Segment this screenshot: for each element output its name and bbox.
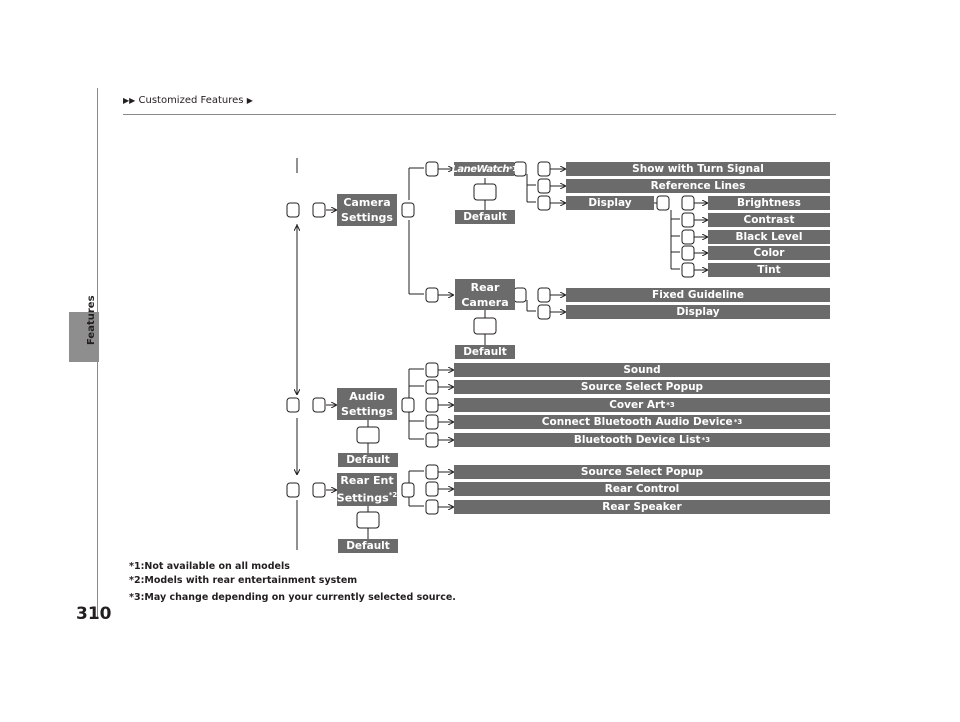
- breadcrumb-link[interactable]: Customized Features: [138, 95, 244, 106]
- rear-ent-settings-line1: Rear Ent: [340, 474, 394, 488]
- connect-bt-audio-note: *3: [733, 418, 743, 426]
- audio-default-label: Default: [346, 454, 390, 466]
- rear-ent-settings-note: *2: [388, 491, 398, 500]
- section-tab: [69, 312, 99, 362]
- audio-source-select-popup-label: Source Select Popup: [580, 381, 704, 393]
- reference-lines-bar[interactable]: Reference Lines: [566, 179, 830, 193]
- rear-camera-line2: Camera: [461, 295, 509, 309]
- rear-ent-default-label: Default: [346, 540, 390, 552]
- lanewatch-note: *1: [508, 165, 517, 173]
- audio-settings-box[interactable]: Audio Settings: [337, 388, 397, 420]
- tint-label: Tint: [757, 264, 781, 276]
- lanewatch-default-box[interactable]: Default: [455, 210, 515, 224]
- rear-display-bar[interactable]: Display: [566, 305, 830, 319]
- breadcrumb: ▶▶ Customized Features ▶: [123, 95, 253, 106]
- rear-source-select-popup-label: Source Select Popup: [580, 466, 704, 478]
- rear-ent-settings-box[interactable]: Rear Ent Settings*2: [337, 473, 397, 506]
- display-bar[interactable]: Display: [566, 196, 654, 210]
- brightness-label: Brightness: [737, 197, 801, 209]
- reference-lines-label: Reference Lines: [650, 180, 746, 192]
- lanewatch-label: LaneWatch: [451, 163, 510, 175]
- cover-art-note: *3: [666, 401, 675, 409]
- rear-control-bar[interactable]: Rear Control: [454, 482, 830, 496]
- rear-camera-default-box[interactable]: Default: [455, 345, 515, 359]
- bt-device-list-note: *3: [701, 436, 711, 444]
- show-turn-signal-bar[interactable]: Show with Turn Signal: [566, 162, 830, 176]
- bt-device-list-label: Bluetooth Device List: [573, 434, 701, 446]
- fixed-guideline-label: Fixed Guideline: [652, 289, 744, 301]
- footnote-1: *1:Not available on all models: [129, 561, 290, 572]
- contrast-label: Contrast: [743, 214, 795, 226]
- brightness-bar[interactable]: Brightness: [708, 196, 830, 210]
- rear-control-label: Rear Control: [604, 483, 680, 495]
- rear-ent-settings-line2: Settings: [336, 491, 389, 505]
- rear-ent-settings-line2-wrap: Settings*2: [337, 488, 397, 506]
- connect-bt-audio-bar[interactable]: Connect Bluetooth Audio Device*3: [454, 415, 830, 429]
- header-rule: [123, 114, 836, 115]
- black-level-bar[interactable]: Black Level: [708, 230, 830, 244]
- rear-source-select-popup-bar[interactable]: Source Select Popup: [454, 465, 830, 479]
- fixed-guideline-bar[interactable]: Fixed Guideline: [566, 288, 830, 302]
- audio-source-select-popup-bar[interactable]: Source Select Popup: [454, 380, 830, 394]
- breadcrumb-end-arrow: ▶: [246, 96, 253, 105]
- lanewatch-default-label: Default: [463, 211, 507, 223]
- audio-settings-line1: Audio: [349, 390, 385, 403]
- rear-camera-line1: Rear: [470, 280, 500, 294]
- rear-ent-default-box[interactable]: Default: [338, 539, 398, 553]
- page-number: 310: [76, 604, 112, 624]
- camera-settings-line1: Camera: [343, 196, 391, 209]
- color-label: Color: [753, 247, 785, 259]
- sound-label: Sound: [623, 364, 661, 376]
- breadcrumb-arrows: ▶▶: [123, 96, 136, 105]
- color-bar[interactable]: Color: [708, 246, 830, 260]
- footnote-2: *2:Models with rear entertainment system: [129, 575, 358, 586]
- connect-bt-audio-label: Connect Bluetooth Audio Device: [541, 416, 733, 428]
- camera-settings-box[interactable]: Camera Settings: [337, 194, 397, 226]
- tint-bar[interactable]: Tint: [708, 263, 830, 277]
- audio-settings-line2: Settings: [341, 405, 393, 418]
- footnote-3: *3:May change depending on your currentl…: [129, 592, 456, 603]
- rear-speaker-label: Rear Speaker: [602, 501, 682, 513]
- cover-art-label: Cover Art: [609, 399, 666, 411]
- contrast-bar[interactable]: Contrast: [708, 213, 830, 227]
- audio-default-box[interactable]: Default: [338, 453, 398, 467]
- rear-speaker-bar[interactable]: Rear Speaker: [454, 500, 830, 514]
- show-turn-signal-label: Show with Turn Signal: [632, 163, 764, 175]
- lanewatch-box[interactable]: LaneWatch*1: [451, 162, 517, 176]
- black-level-label: Black Level: [735, 231, 803, 243]
- bt-device-list-bar[interactable]: Bluetooth Device List*3: [454, 433, 830, 447]
- rear-display-label: Display: [676, 306, 720, 318]
- sound-bar[interactable]: Sound: [454, 363, 830, 377]
- rear-camera-box[interactable]: Rear Camera: [455, 279, 515, 310]
- display-label: Display: [588, 197, 632, 209]
- cover-art-bar[interactable]: Cover Art*3: [454, 398, 830, 412]
- camera-settings-line2: Settings: [341, 211, 393, 224]
- rear-camera-default-label: Default: [463, 346, 507, 358]
